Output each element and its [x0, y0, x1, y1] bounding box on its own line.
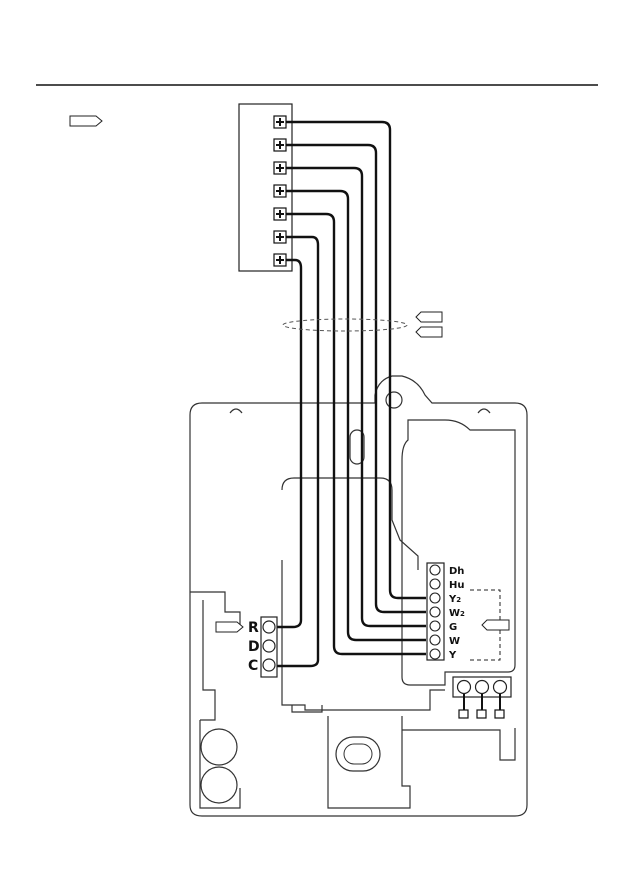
mounting-oval-inner	[344, 744, 372, 764]
screw-terminal	[274, 116, 286, 128]
screw-terminal	[274, 231, 286, 243]
knockout-lower	[201, 767, 237, 803]
callout-arrow-r	[216, 622, 243, 632]
terminal-label-d: D	[248, 639, 260, 655]
callout-tag-upper	[416, 312, 442, 322]
wire-r	[276, 260, 301, 627]
terminal-label-dh: Dh	[449, 566, 464, 577]
terminal-y-screw	[430, 649, 440, 659]
terminal-d-screw	[263, 640, 275, 652]
terminal-label-c: C	[248, 658, 258, 674]
knockout-upper	[201, 729, 237, 765]
terminal-label-y: Y	[448, 650, 457, 661]
terminal-c-screw	[263, 659, 275, 671]
terminal-label-g: G	[449, 622, 457, 633]
screw-terminal	[274, 162, 286, 174]
wires	[276, 122, 426, 666]
jumper-pin-2	[476, 681, 489, 694]
screw-terminal	[274, 208, 286, 220]
terminal-label-r: R	[248, 620, 259, 636]
terminal-dh-screw	[430, 565, 440, 575]
mounting-hole-top	[386, 392, 402, 408]
terminal-label-hu: Hu	[449, 580, 465, 591]
screw-terminal	[274, 185, 286, 197]
wire-w2	[286, 191, 426, 640]
screw-terminal	[274, 254, 286, 266]
jumper-pin-1	[458, 681, 471, 694]
wire-y	[286, 122, 426, 598]
terminal-w2-screw	[430, 607, 440, 617]
callout-arrow-bracket	[482, 620, 509, 630]
terminal-label-w: W	[449, 636, 460, 647]
terminal-g-screw	[430, 621, 440, 631]
screw-terminal	[274, 139, 286, 151]
terminal-hu-screw	[430, 579, 440, 589]
equipment-screw-terminals	[274, 116, 286, 266]
jumper-pin-3	[494, 681, 507, 694]
callout-tag-lower	[416, 327, 442, 337]
terminal-y2-screw	[430, 593, 440, 603]
terminal-label-y2: Y2	[448, 594, 461, 605]
terminal-w-screw	[430, 635, 440, 645]
terminal-r-screw	[263, 621, 275, 633]
terminal-label-w2: W2	[449, 608, 465, 619]
jumper-tabs	[459, 710, 504, 718]
callout-arrow-tag	[70, 116, 102, 126]
